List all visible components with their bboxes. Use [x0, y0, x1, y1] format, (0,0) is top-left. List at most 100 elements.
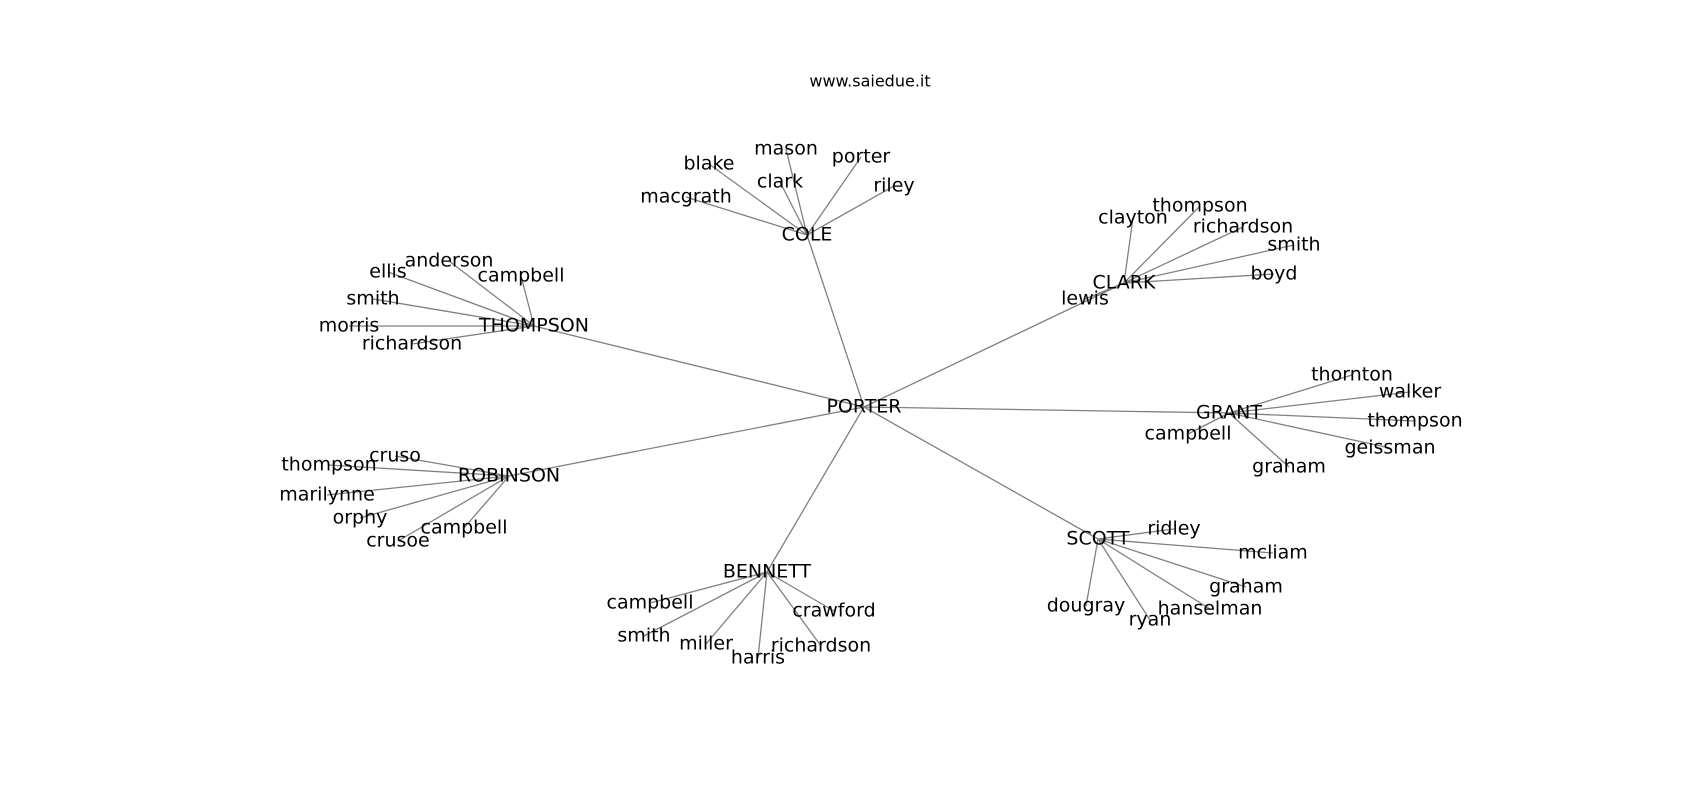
edge-thompson-richardson: [411, 325, 535, 345]
leaf-node-label-bennett-richardson: richardson: [771, 635, 871, 657]
leaf-node-label-scott-ryan: ryan: [1129, 609, 1172, 631]
leaf-node-label-thompson-anderson: anderson: [405, 250, 494, 272]
edge-thompson-campbell: [520, 275, 535, 327]
edge-robinson-cruso: [394, 455, 510, 477]
hub-node-label-bennett: BENNETT: [723, 561, 812, 583]
leaf-node-label-robinson-crusoe: crusoe: [366, 530, 430, 552]
leaf-node-label-thompson-morris: morris: [319, 315, 380, 337]
edge-root-bennett: [766, 406, 865, 573]
leaf-node-label-cole-mason: mason: [754, 138, 818, 160]
leaf-node-label-robinson-campbell: campbell: [421, 517, 508, 539]
edge-scott-ryan: [1097, 538, 1151, 621]
site-title: www.saiedue.it: [809, 72, 930, 91]
edge-bennett-richardson: [766, 571, 822, 647]
leaf-node-label-scott-ridley: ridley: [1147, 518, 1200, 540]
leaf-node-label-scott-dougray: dougray: [1047, 595, 1126, 617]
edge-grant-thompson: [1228, 412, 1416, 422]
edge-root-cole: [806, 234, 865, 408]
leaf-node-label-clark-richardson: richardson: [1193, 216, 1293, 238]
edge-robinson-orphy: [359, 475, 510, 519]
edge-scott-dougray: [1085, 538, 1099, 607]
edge-scott-ridley: [1097, 528, 1175, 540]
leaf-node-label-bennett-miller: miller: [679, 633, 733, 655]
leaf-node-label-clark-clayton: clayton: [1098, 207, 1168, 229]
leaf-node-label-cole-porter: porter: [832, 146, 891, 168]
hub-node-label-thompson: THOMPSON: [478, 315, 589, 337]
edge-grant-thornton: [1228, 374, 1353, 414]
nodes-layer: PORTER COLE macgrath blake mason clark porter r…: [279, 138, 1462, 669]
leaf-node-label-scott-mcliam: mcliam: [1238, 542, 1308, 564]
edge-thompson-smith: [372, 298, 535, 327]
edge-cole-clark: [779, 181, 808, 236]
edge-clark-lewis: [1084, 282, 1125, 300]
edge-robinson-thompson: [328, 464, 510, 477]
leaf-node-label-grant-campbell: campbell: [1145, 423, 1232, 445]
edge-cole-porter: [806, 156, 862, 236]
leaf-node-label-scott-graham: graham: [1209, 576, 1283, 598]
edge-root-scott: [863, 406, 1099, 540]
leaf-node-label-bennett-crawford: crawford: [792, 600, 875, 622]
edge-robinson-campbell: [463, 475, 510, 529]
hub-node-label-clark: CLARK: [1093, 272, 1156, 294]
leaf-node-label-robinson-thompson: thompson: [281, 454, 376, 476]
edge-cole-riley: [806, 185, 895, 236]
leaf-node-label-robinson-orphy: orphy: [333, 507, 388, 529]
leaf-node-label-cole-riley: riley: [873, 175, 914, 197]
edge-cole-macgrath: [685, 196, 808, 236]
leaf-node-label-thompson-smith: smith: [346, 288, 399, 310]
leaf-node-label-grant-walker: walker: [1379, 381, 1441, 403]
edge-thompson-anderson: [448, 260, 535, 327]
edge-clark-richardson: [1123, 226, 1244, 284]
hub-node-label-grant: GRANT: [1196, 402, 1262, 424]
edge-bennett-crawford: [766, 571, 835, 612]
edge-grant-campbell: [1187, 412, 1230, 435]
edge-cole-mason: [785, 148, 808, 236]
leaf-node-label-bennett-harris: harris: [731, 647, 785, 669]
leaf-node-label-thompson-campbell: campbell: [478, 265, 565, 287]
leaf-node-label-thompson-richardson: richardson: [362, 333, 462, 355]
root-node-label: PORTER: [826, 396, 901, 418]
leaf-node-label-cole-blake: blake: [684, 153, 735, 175]
leaf-node-label-robinson-marilynne: marilynne: [279, 484, 375, 506]
leaf-node-label-grant-graham: graham: [1252, 456, 1326, 478]
leaf-node-label-scott-hanselman: hanselman: [1158, 598, 1263, 620]
leaf-node-label-grant-thompson: thompson: [1367, 410, 1462, 432]
leaf-node-label-robinson-cruso: cruso: [369, 445, 421, 467]
edge-root-thompson: [533, 325, 865, 408]
edge-robinson-marilynne: [326, 475, 510, 496]
hub-node-label-robinson: ROBINSON: [458, 465, 560, 487]
edge-cole-blake: [708, 163, 808, 236]
leaf-node-label-bennett-campbell: campbell: [607, 592, 694, 614]
edge-grant-geissman: [1228, 412, 1391, 449]
edge-bennett-harris: [757, 571, 768, 659]
edge-root-robinson: [508, 406, 865, 477]
edge-scott-graham: [1097, 538, 1247, 588]
hub-node-label-cole: COLE: [782, 224, 833, 246]
leaf-node-label-clark-lewis: lewis: [1061, 288, 1109, 310]
edge-clark-thompson: [1123, 205, 1201, 284]
leaf-node-label-clark-boyd: boyd: [1251, 263, 1298, 285]
edge-root-grant: [863, 406, 1230, 414]
leaf-node-label-bennett-smith: smith: [617, 625, 670, 647]
edges-layer: [326, 148, 1416, 659]
edge-thompson-ellis: [387, 271, 535, 327]
edge-clark-smith: [1123, 244, 1295, 284]
edge-bennett-smith: [643, 571, 768, 637]
edge-bennett-miller: [705, 571, 768, 645]
edge-clark-clayton: [1123, 217, 1134, 284]
leaf-node-label-clark-smith: smith: [1267, 234, 1320, 256]
leaf-node-label-cole-clark: clark: [757, 171, 803, 193]
hub-node-label-scott: SCOTT: [1066, 528, 1130, 550]
edge-clark-boyd: [1123, 273, 1275, 284]
edge-scott-hanselman: [1097, 538, 1211, 610]
leaf-node-label-thompson-ellis: ellis: [369, 261, 406, 283]
leaf-node-label-cole-macgrath: macgrath: [640, 186, 732, 208]
edge-grant-graham: [1228, 412, 1290, 468]
edge-grant-walker: [1228, 391, 1411, 414]
leaf-node-label-grant-thornton: thornton: [1311, 364, 1393, 386]
edge-bennett-campbell: [649, 571, 768, 604]
edge-scott-mcliam: [1097, 538, 1274, 554]
leaf-node-label-grant-geissman: geissman: [1344, 437, 1435, 459]
leaf-node-label-clark-thompson: thompson: [1152, 195, 1247, 217]
